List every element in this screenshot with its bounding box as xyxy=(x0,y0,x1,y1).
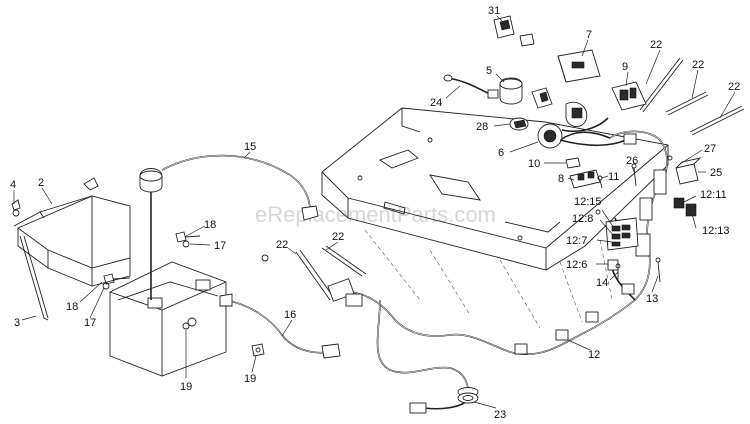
alarm-5 xyxy=(499,77,553,109)
callout-10: 10 xyxy=(528,158,540,170)
hold-down-rod xyxy=(19,235,49,321)
fuse-holder-8 xyxy=(569,169,601,189)
watermark: eReplacementParts.com xyxy=(255,202,496,227)
callout-31: 31 xyxy=(488,5,500,17)
callout-17: 17 xyxy=(214,240,226,252)
callout-13: 13 xyxy=(646,293,658,305)
switch-31 xyxy=(493,15,535,47)
callout-12-15: 12:15 xyxy=(574,196,602,208)
leader-lines xyxy=(13,15,736,409)
callout-12-11: 12:11 xyxy=(700,189,727,201)
callout-2: 2 xyxy=(38,177,44,189)
callout-12-6: 12:6 xyxy=(566,259,587,271)
callout-19: 19 xyxy=(244,373,256,385)
callout-4: 4 xyxy=(10,179,16,191)
callout-16: 16 xyxy=(284,309,296,321)
relays xyxy=(667,155,702,217)
key-28 xyxy=(509,117,529,131)
callout-25: 25 xyxy=(710,167,722,179)
callout-14: 14 xyxy=(596,277,608,289)
mounting-plate xyxy=(321,107,669,329)
callout-7: 7 xyxy=(586,29,592,41)
callout-22: 22 xyxy=(692,59,704,71)
callout-28: 28 xyxy=(476,121,488,133)
fuse-10 xyxy=(565,157,581,169)
callout-12-8: 12:8 xyxy=(572,213,593,225)
ignition-switch-6 xyxy=(537,101,637,149)
callout-24: 24 xyxy=(430,97,442,109)
hour-meter-7 xyxy=(557,49,601,83)
callout-22: 22 xyxy=(332,231,344,243)
battery xyxy=(109,261,227,377)
switch-9 xyxy=(611,81,647,111)
callout-12-13: 12:13 xyxy=(702,225,730,237)
callout-6: 6 xyxy=(498,147,504,159)
callout-18: 18 xyxy=(66,301,78,313)
callout-12: 12 xyxy=(588,349,600,361)
cable-ties xyxy=(295,57,745,301)
battery-cable-16 xyxy=(219,293,341,359)
callout-labels: 31 7 5 22 9 22 22 24 28 6 10 8 11 26 27 … xyxy=(10,5,740,421)
callout-26: 26 xyxy=(626,155,638,167)
callout-17: 17 xyxy=(84,317,96,329)
box-clip xyxy=(83,177,99,191)
callout-3: 3 xyxy=(14,317,20,329)
battery-box xyxy=(13,195,131,287)
wing-nut xyxy=(11,199,21,217)
callout-22: 22 xyxy=(650,39,662,51)
lead-24 xyxy=(443,74,499,99)
wiring-harness xyxy=(327,130,668,414)
callout-8: 8 xyxy=(558,173,564,185)
callout-23: 23 xyxy=(494,409,506,421)
grommet-23 xyxy=(457,392,479,404)
callout-18: 18 xyxy=(204,219,216,231)
battery-cable-15 xyxy=(139,154,319,300)
fasteners-left xyxy=(102,231,269,357)
fuse-block xyxy=(605,217,639,251)
callout-27: 27 xyxy=(704,143,716,155)
callout-15: 15 xyxy=(244,141,256,153)
callout-5: 5 xyxy=(486,65,492,77)
callout-12-7: 12:7 xyxy=(566,235,587,247)
callout-11: 11 xyxy=(608,171,619,183)
callout-9: 9 xyxy=(622,61,628,73)
callout-22: 22 xyxy=(728,81,740,93)
callout-19: 19 xyxy=(180,381,192,393)
callout-22: 22 xyxy=(276,239,288,251)
